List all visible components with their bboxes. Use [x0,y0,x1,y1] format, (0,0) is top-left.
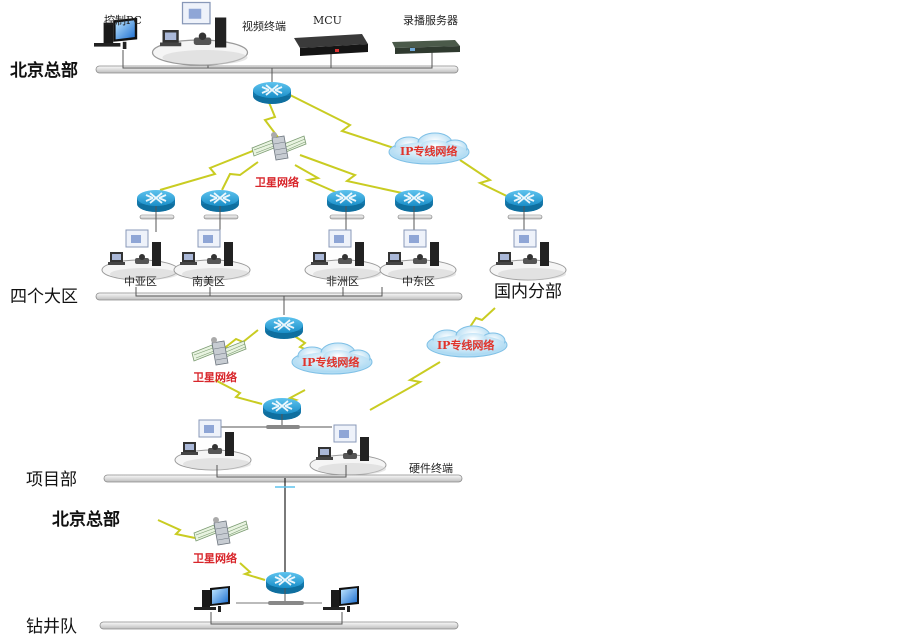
level-label-drilling: 钻井队 [26,617,77,637]
drilling-bus [99,621,459,630]
region-node-central-asia [101,189,179,281]
link-ip-domestic [459,159,516,201]
link-sat-project [214,379,263,405]
recording-server [392,40,460,54]
link-hq2-sat [157,519,196,539]
level-label-hq: 北京总部 [10,60,78,81]
link-sat-africa [294,164,341,195]
link-domestic-ip2 [467,307,496,331]
satellite-icon [251,131,307,161]
link-sat-central-asia [159,149,256,191]
region-node-middle-east [379,189,457,281]
label-recording-server: 录播服务器 [403,13,458,27]
label-region-0: 中亚区 [124,275,157,288]
label-region-3: 中东区 [402,275,435,288]
domestic-branch-node [489,189,567,281]
level-label-project: 项目部 [26,470,77,490]
regions-router [264,316,304,340]
link-hq-ip [289,94,401,151]
project-switch [266,425,300,429]
satellite-icon-2 [191,336,247,366]
wireless-links [157,94,516,581]
label-ip-network-3: IP专线网络 [437,338,494,352]
mcu-device [294,34,368,56]
link-hq-satellite [263,99,281,141]
label-region-2: 非洲区 [326,275,359,288]
region-node-south-america [173,189,251,281]
satellite-icon-3 [193,516,249,546]
link-sat-drilling [239,562,266,581]
hq-bus [95,65,459,74]
label-region-1: 南美区 [192,275,225,288]
label-ip-network-2: IP专线网络 [302,355,359,369]
level-label-regions: 四个大区 [10,287,78,307]
drilling-pc-2 [323,586,359,612]
link-ip2-project [369,361,441,411]
region-node-africa [304,189,382,281]
link-sat-south-america [221,161,259,191]
label-control-pc: 控制PC [104,13,142,27]
label-satellite-network-3: 卫星网络 [193,551,237,565]
label-hardware-terminal: 硬件终端 [409,461,453,475]
label-ip-network-1: IP专线网络 [400,144,457,158]
project-bus [103,474,463,483]
label-satellite-network-2: 卫星网络 [193,370,237,384]
level-label-hq-remote: 北京总部 [52,509,120,530]
label-video-terminal: 视频终端 [242,19,286,33]
link-sat-middle-east [299,154,403,194]
project-workstation-2 [309,424,387,476]
label-mcu: MCU [313,14,342,27]
label-satellite-network-1: 卫星网络 [255,175,299,189]
link-region-sat [221,329,259,351]
drilling-switch [268,601,304,605]
video-terminal [151,1,249,66]
hq-router [252,81,292,105]
drilling-pc-1 [194,586,230,612]
level-label-domestic: 国内分部 [494,282,562,302]
